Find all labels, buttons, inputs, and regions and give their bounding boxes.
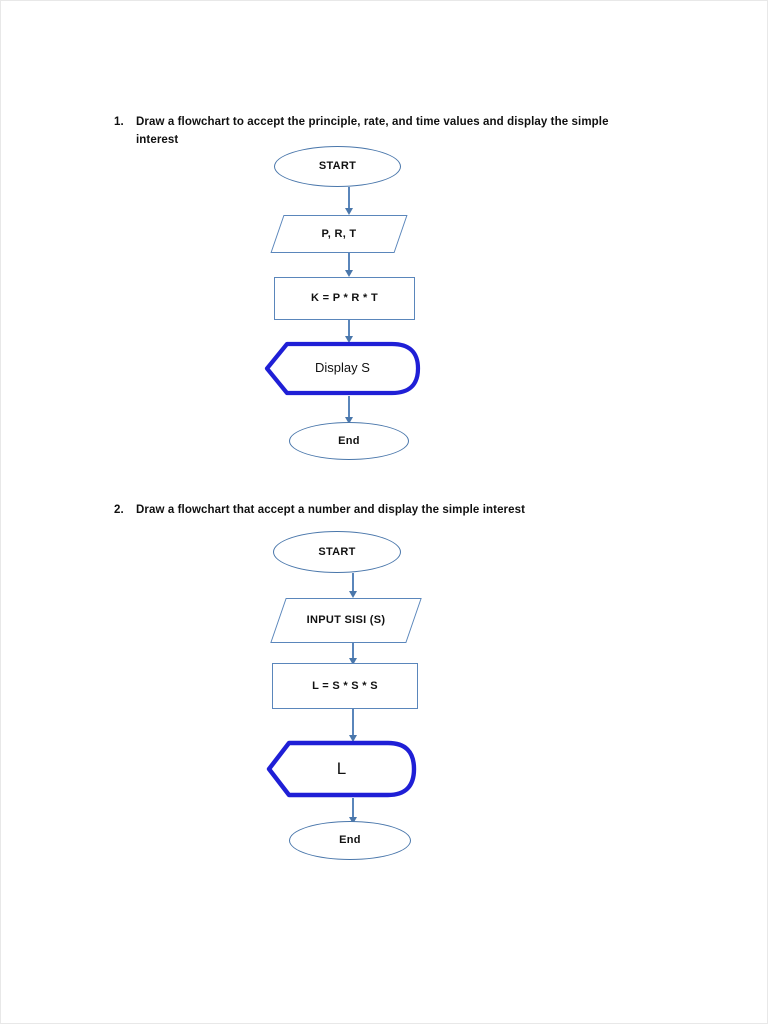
flowchart1-node-start[interactable]: START bbox=[274, 146, 401, 187]
flowchart2-end-label: End bbox=[339, 834, 361, 847]
flowchart2-input-label: INPUT SISI (S) bbox=[306, 614, 386, 627]
flowchart2-start-label: START bbox=[318, 545, 356, 558]
question-2-text: Draw a flowchart that accept a number an… bbox=[136, 504, 526, 516]
question-1-text: Draw a flowchart to accept the principle… bbox=[136, 116, 609, 146]
flowchart2-process-label: L = S * S * S bbox=[312, 679, 378, 692]
flowchart1-input-label: P, R, T bbox=[321, 227, 357, 240]
flowchart1-start-label: START bbox=[318, 160, 357, 173]
question-1: 1. Draw a flowchart to accept the princi… bbox=[114, 114, 642, 150]
flowchart2-node-display[interactable]: L bbox=[266, 740, 417, 798]
flowchart1-node-input[interactable]: P, R, T bbox=[270, 215, 408, 253]
flowchart2-connector-process-to-display bbox=[346, 709, 360, 742]
flowchart2-connector-input-to-process bbox=[346, 643, 360, 665]
flowchart1-node-process[interactable]: K = P * R * T bbox=[274, 277, 415, 320]
flowchart2-node-input[interactable]: INPUT SISI (S) bbox=[270, 598, 422, 643]
flowchart1-connector-process-to-display bbox=[342, 320, 356, 343]
flowchart1-connector-input-to-process bbox=[342, 253, 356, 277]
flowchart2-node-process[interactable]: L = S * S * S bbox=[272, 663, 418, 709]
flowchart1-node-display[interactable]: Display S bbox=[264, 341, 421, 396]
flowchart1-display-label: Display S bbox=[315, 360, 370, 376]
flowchart1-connector-display-to-end bbox=[342, 396, 356, 424]
flowchart1-process-label: K = P * R * T bbox=[311, 292, 378, 305]
flowchart2-connector-start-to-input bbox=[346, 573, 360, 598]
flowchart1-end-label: End bbox=[338, 434, 360, 447]
question-2: 2. Draw a flowchart that accept a number… bbox=[114, 502, 642, 520]
question-1-number: 1. bbox=[114, 116, 124, 128]
flowchart2-node-start[interactable]: START bbox=[273, 531, 401, 573]
display-shape-icon bbox=[266, 740, 417, 798]
flowchart1-connector-start-to-input bbox=[342, 187, 356, 215]
flowchart2-node-end[interactable]: End bbox=[289, 821, 411, 860]
flowchart1-node-end[interactable]: End bbox=[289, 422, 409, 460]
display-shape-icon bbox=[264, 341, 421, 396]
question-2-number: 2. bbox=[114, 504, 124, 516]
flowchart2-display-label: L bbox=[336, 758, 347, 778]
